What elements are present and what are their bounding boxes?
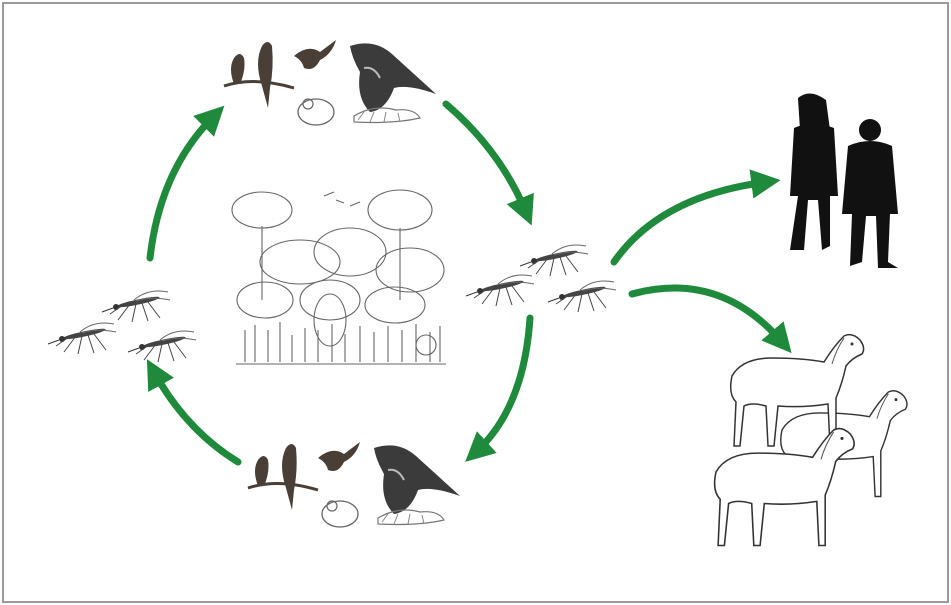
arrow-mosquitoes-to-birds-bottom xyxy=(465,314,534,462)
arrow-mosquitoes-to-horses xyxy=(628,284,792,354)
human-silhouettes-icon xyxy=(790,93,898,268)
forest-icon xyxy=(231,189,446,365)
arrow-birds-top-to-mosquitoes xyxy=(442,100,534,226)
cycle-arrows xyxy=(146,100,792,466)
arrow-mosquitoes-to-humans xyxy=(610,169,781,266)
arrow-birds-bottom-to-mosquitoes xyxy=(146,359,242,466)
arrow-mosquitoes-to-birds-top xyxy=(146,105,225,262)
